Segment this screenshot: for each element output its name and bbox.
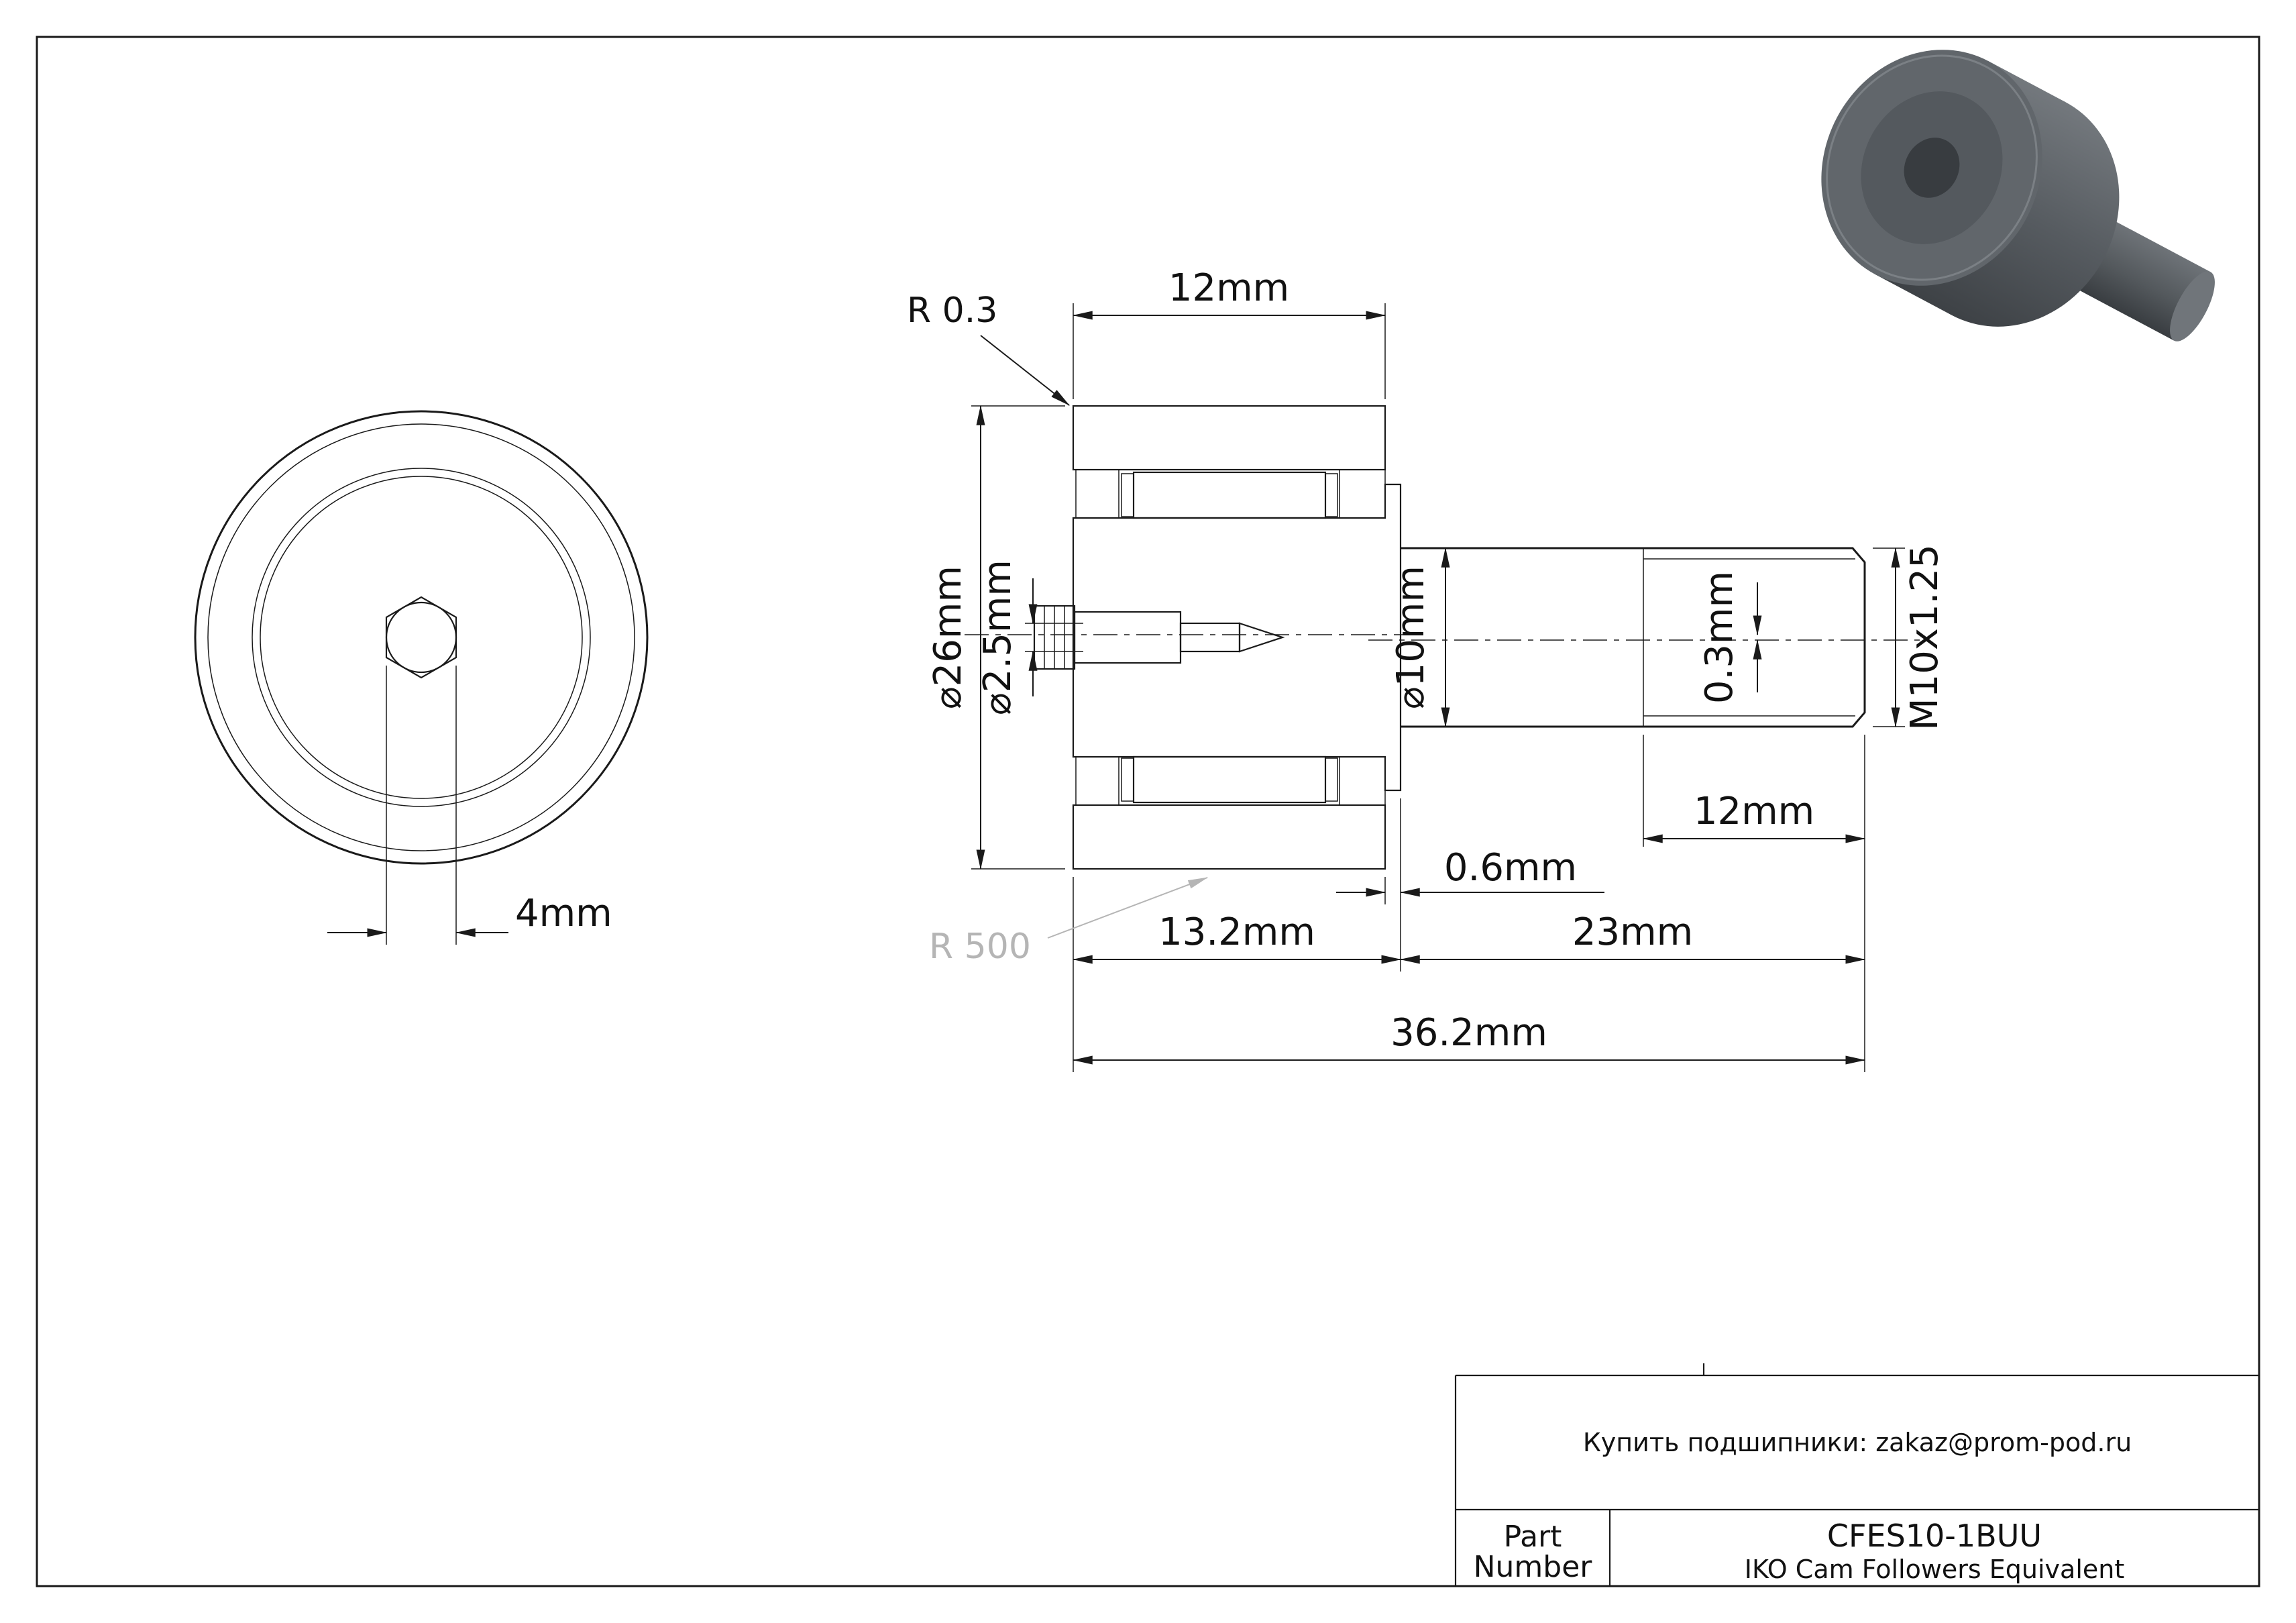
render-stud-end [2170, 271, 2215, 342]
dim-label-hole25: ⌀2.5mm [976, 560, 1020, 715]
label-r500: R 500 [929, 927, 1031, 967]
leader-line-gray [1047, 877, 1209, 939]
hex-socket [385, 596, 457, 679]
washer-bottom-left [1121, 757, 1134, 802]
dim-label-4mm: 4mm [515, 892, 612, 935]
drill-point [1238, 622, 1285, 653]
side-plate-bottom-right [1339, 756, 1386, 806]
dim-thread-spec-m10: M10x1.25 [1873, 544, 1947, 731]
stud-flange-section [1072, 483, 1402, 792]
extension-lines [971, 405, 1065, 870]
stud-shank [1401, 547, 1866, 728]
extension-lines [1384, 798, 1401, 972]
roller-top [1132, 471, 1327, 519]
dim-thread-length-12mm: 12mm [1642, 735, 1866, 847]
outer-ring-inner-circle [207, 423, 635, 851]
extension-lines [1073, 303, 1386, 399]
extension-lines [1073, 735, 1865, 1072]
fitting-body [1073, 611, 1182, 664]
thread-root-lines [1643, 558, 1855, 717]
dim-roller-width-12mm: 12mm [1072, 266, 1386, 399]
dim-step-06mm: 0.6mm [1336, 798, 1604, 972]
page-border [36, 36, 2260, 1587]
label-r03: R 0.3 [907, 291, 997, 331]
render-face-bore [1904, 138, 1960, 198]
section-view: 12mm R 0.3 ⌀26mm ⌀2.5mm ⌀10mm 0.3mm [907, 266, 1947, 1072]
socket-bore-circle [385, 601, 457, 674]
part-label-line1: Part [1504, 1520, 1562, 1554]
title-block-lines [1454, 1363, 2259, 1586]
contact-text: Купить подшипники: zakaz@prom-pod.ru [1583, 1428, 2132, 1457]
dim-label-thread: M10x1.25 [1903, 544, 1947, 730]
outer-diameter-circle [194, 410, 649, 865]
shank-outline [1401, 547, 1866, 728]
extension-lines [386, 666, 457, 945]
washer-top-right [1325, 473, 1338, 517]
dim-head-length-132mm: 13.2mm [1072, 735, 1865, 1072]
side-plate-top-left [1075, 469, 1119, 519]
grease-fitting [1033, 605, 1285, 670]
fitting-knurl-lines [1044, 606, 1065, 669]
grease-hole [1179, 622, 1241, 653]
dim-label-12mm-top: 12mm [1168, 266, 1289, 310]
seal-circle [260, 476, 583, 799]
washer-top-left [1121, 473, 1134, 517]
title-block: Купить подшипники: zakaz@prom-pod.ru Par… [1454, 1363, 2259, 1586]
equivalent-note: IKO Cam Followers Equivalent [1745, 1555, 2125, 1584]
dim-corner-radius-r03: R 0.3 [907, 291, 1070, 406]
dim-label-stud10: ⌀10mm [1389, 566, 1433, 709]
side-plate-top-right [1339, 469, 1386, 519]
front-view: 4mm [194, 410, 649, 945]
dim-label-06mm: 0.6mm [1444, 846, 1577, 890]
dim-eccentricity-03mm: 0.3mm [1698, 571, 1762, 704]
dim-label-od26: ⌀26mm [926, 566, 970, 709]
dim-stud-diameter-10mm: ⌀10mm [1389, 547, 1450, 728]
dim-label-132mm: 13.2mm [1158, 910, 1315, 954]
side-plate-bottom-left [1075, 756, 1119, 806]
extension-lines [1873, 547, 1905, 727]
dim-hex-socket-4mm: 4mm [327, 666, 612, 945]
outer-ring-top [1072, 405, 1386, 471]
flange-circle [252, 468, 591, 807]
dim-label-12mm-thread: 12mm [1694, 790, 1814, 833]
dim-label-23mm: 23mm [1572, 910, 1693, 954]
dim-label-ecc03: 0.3mm [1698, 571, 1741, 704]
part-number-value: CFES10-1BUU [1827, 1518, 2042, 1554]
note-crown-radius-r500: R 500 [929, 877, 1209, 967]
dim-grease-hole-25mm: ⌀2.5mm [976, 560, 1083, 715]
part-label-line2: Number [1474, 1550, 1593, 1584]
outer-ring-bottom [1072, 804, 1386, 870]
dim-total-length-362mm: 36.2mm [1072, 1011, 1866, 1065]
dim-outer-diameter-26mm: ⌀26mm [926, 405, 1065, 870]
roller-bottom [1132, 755, 1327, 804]
render-wheel [1821, 50, 2120, 327]
product-render-3d [1821, 50, 2215, 342]
washer-bottom-right [1325, 757, 1338, 802]
dim-stud-length-23mm: 23mm [1399, 910, 1866, 964]
leader-line [980, 335, 1070, 406]
render-face-rim [1826, 54, 2038, 281]
dim-label-362mm: 36.2mm [1390, 1011, 1547, 1055]
